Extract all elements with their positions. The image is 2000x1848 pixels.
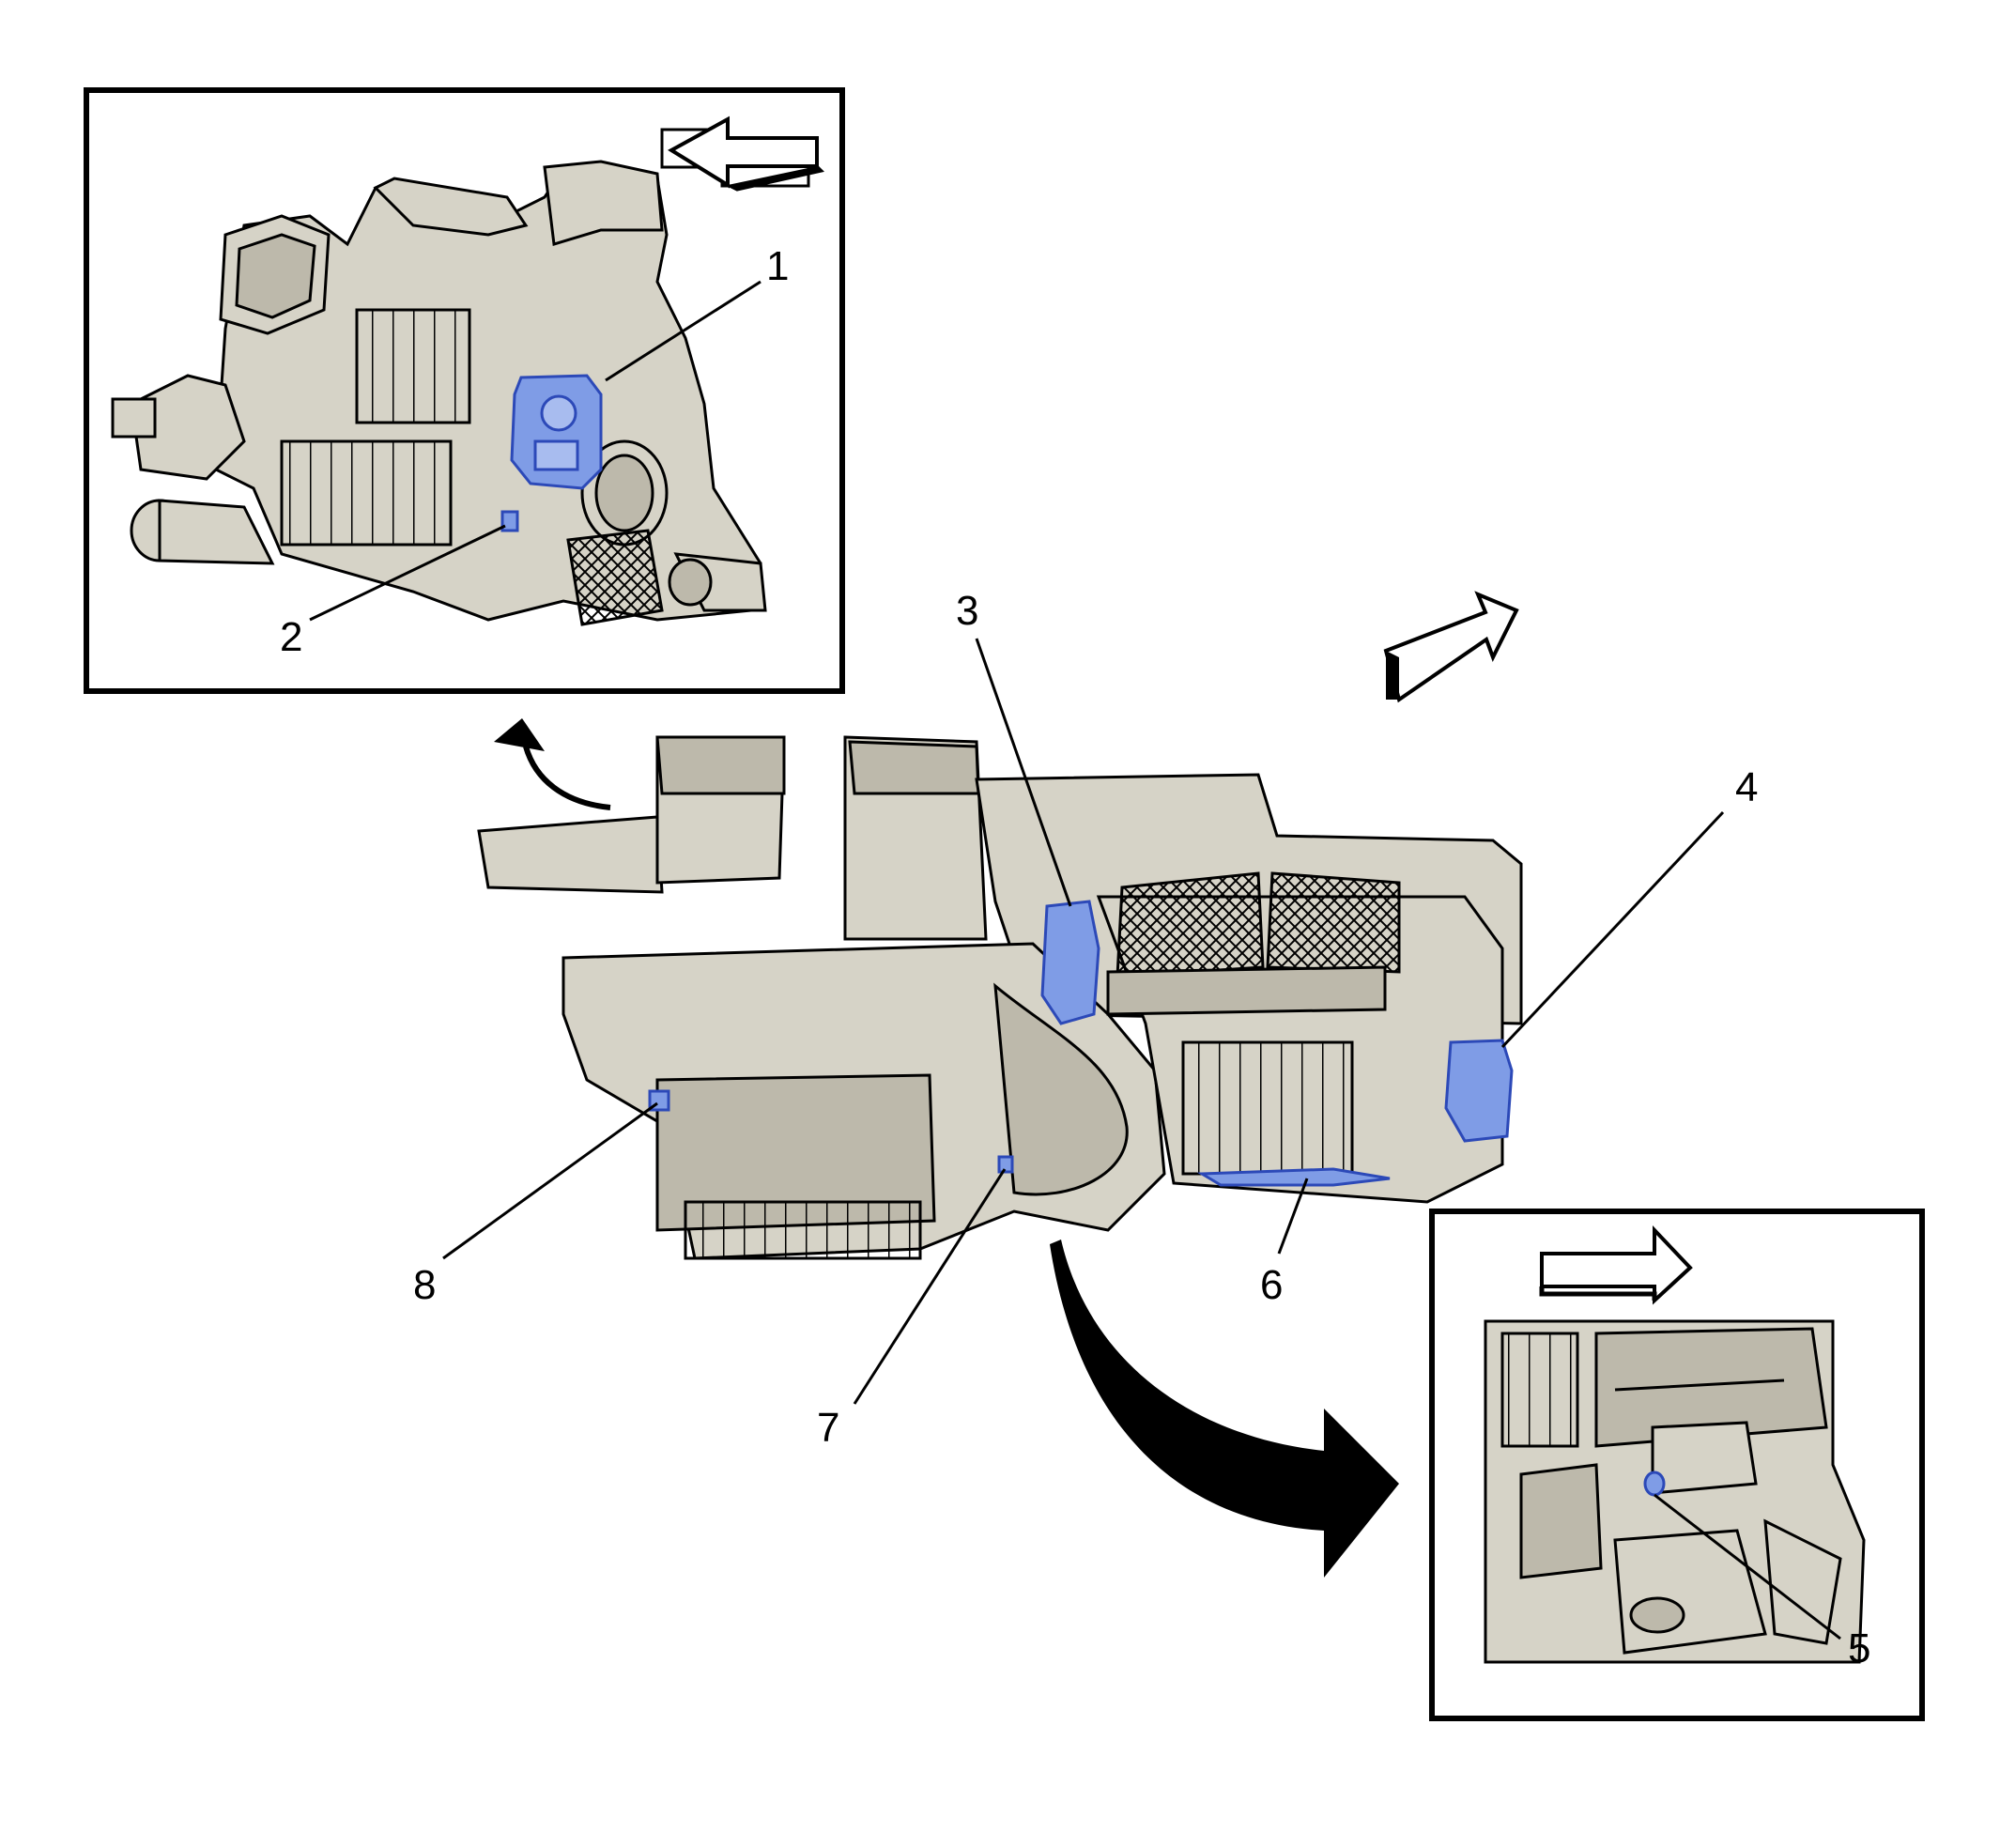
leader-line-6 bbox=[1277, 1178, 1309, 1255]
arrow-left-outline-icon bbox=[660, 116, 824, 192]
leader-line-4 bbox=[1500, 810, 1725, 1049]
curved-arrow-filled-icon bbox=[1050, 1240, 1399, 1578]
callout-5: 5 bbox=[1848, 1625, 1870, 1671]
actuator-2 bbox=[500, 510, 519, 532]
leader-line-1 bbox=[605, 280, 762, 382]
actuator-5 bbox=[1643, 1471, 1666, 1497]
callout-4: 4 bbox=[1735, 764, 1758, 810]
callout-3: 3 bbox=[956, 588, 978, 634]
inset-bottom-right: 5 bbox=[1429, 1209, 1925, 1721]
inset-hvac-module bbox=[111, 160, 767, 626]
callout-2: 2 bbox=[280, 614, 302, 660]
actuator-7 bbox=[997, 1155, 1014, 1174]
actuator-3 bbox=[1040, 900, 1100, 1025]
main-hvac-module bbox=[477, 735, 1523, 1260]
leader-line-7 bbox=[853, 1168, 1007, 1405]
inset-top-left: 1 2 bbox=[84, 87, 845, 694]
actuator-1 bbox=[510, 374, 603, 490]
leader-line-3 bbox=[975, 638, 1072, 907]
arrow-right-outline-icon bbox=[1539, 1224, 1693, 1305]
leader-line-5 bbox=[1654, 1493, 1841, 1640]
leader-line-2 bbox=[309, 524, 506, 622]
leader-line-8 bbox=[442, 1101, 658, 1260]
callout-1: 1 bbox=[766, 243, 789, 289]
inset-detail-view bbox=[1484, 1319, 1866, 1664]
actuator-4 bbox=[1444, 1039, 1514, 1143]
callout-7: 7 bbox=[817, 1405, 839, 1451]
callout-6: 6 bbox=[1260, 1262, 1283, 1308]
callout-8: 8 bbox=[413, 1262, 436, 1308]
curved-arrow-icon bbox=[494, 718, 611, 810]
arrow-up-right-outline-icon bbox=[1383, 591, 1519, 703]
actuator-6 bbox=[1196, 1167, 1391, 1187]
